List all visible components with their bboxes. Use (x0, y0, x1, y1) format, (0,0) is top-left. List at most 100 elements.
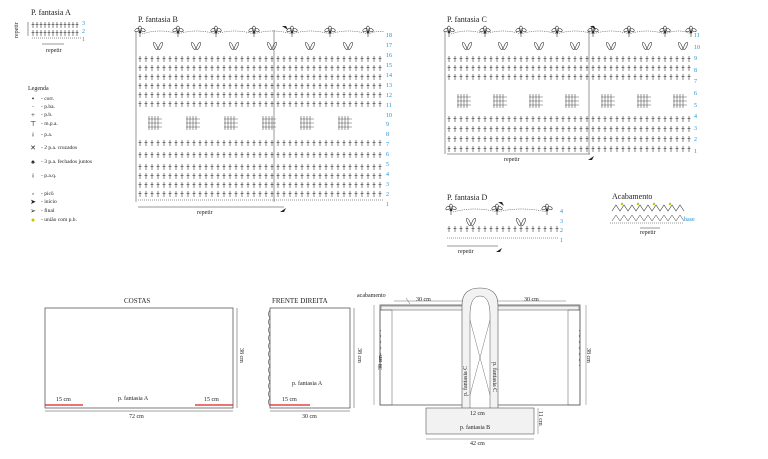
legend-item: ·- p.ba. (28, 103, 55, 111)
assembly-strap-left: p. fantasia C (463, 365, 469, 396)
pattern-a-title: P. fantasia A (31, 8, 71, 17)
legend-item: +- p.b. (28, 111, 52, 119)
half-double-icon: ⊤ (29, 120, 37, 128)
double-crochet-icon: ǂ (32, 131, 34, 139)
pattern-c-row-number: 4 (694, 114, 697, 121)
acabamento-base-label: base (684, 217, 695, 223)
pattern-c-row-number: 11 (694, 33, 700, 39)
pattern-b-title: P. fantasia B (138, 15, 178, 24)
picot-icon: ◦ (31, 190, 35, 198)
legend-item: ➢- final (28, 207, 54, 215)
pattern-b-row-number: 18 (386, 33, 392, 39)
legend-item: •- corr. (28, 95, 54, 103)
pattern-c-row-number: 1 (694, 149, 697, 155)
legend-item: ǂ- p.a.q. (28, 172, 56, 180)
pattern-c-row-number: 8 (694, 67, 697, 74)
legend-item: ǂ- p.a. (28, 131, 52, 139)
pattern-d-row-number: 1 (560, 238, 563, 244)
costas-height: 38 cm (238, 348, 244, 363)
frente-direita-edge: 15 cm (282, 397, 297, 403)
pattern-b-row-number: 6 (386, 152, 389, 159)
pattern-c-row-number: 10 (694, 44, 700, 51)
end-arrow-icon: ➢ (30, 207, 36, 215)
relief-stitch-icon: ǂ (32, 172, 34, 180)
pattern-c-chart (442, 25, 698, 160)
pattern-b-row-number: 3 (386, 182, 389, 189)
assembly-acabamento-label: acabamento (357, 293, 386, 299)
pattern-a-row-1: 1 (82, 37, 85, 43)
pattern-c-row-number: 2 (694, 137, 697, 144)
costas-edge-right: 15 cm (204, 397, 219, 403)
legend-item: ♠- 3 p.a. fechados juntos (28, 158, 92, 166)
costas-pattern-label: p. fantasia A (118, 396, 149, 402)
pattern-c-title: P. fantasia C (447, 15, 487, 24)
legend-item: ◦- picô (28, 190, 54, 198)
pattern-b-row-number: 11 (386, 102, 392, 109)
pattern-b-row-number: 12 (386, 92, 392, 99)
pattern-b-chart (133, 25, 385, 212)
pattern-c-row-number: 7 (694, 79, 697, 86)
join-icon: ● (30, 216, 36, 224)
acabamento-repeat-label: repetir (640, 230, 656, 236)
pattern-b-row-number: 13 (386, 82, 392, 89)
pattern-b-repeat-label: repetir (197, 210, 213, 216)
assembly-strap-width: 12 cm (470, 411, 485, 417)
pattern-c-row-number: 5 (694, 102, 697, 109)
slip-stitch-icon: + (31, 111, 35, 119)
legend-item: ✕- 2 p.a. cruzados (28, 144, 77, 152)
pattern-c-repeat-label: repetir (504, 157, 520, 163)
frente-direita-pattern-label: p. fantasia A (292, 381, 323, 387)
crossed-double-icon: ✕ (30, 144, 36, 152)
frente-direita-panel (268, 307, 355, 412)
frente-direita-height: 38 cm (356, 348, 362, 363)
pattern-d-title: P. fantasia D (447, 193, 488, 202)
acabamento-chart (610, 202, 685, 229)
pattern-a-row-3: 3 (82, 21, 85, 27)
assembly-height-left: 38 cm (378, 355, 384, 370)
pattern-d-repeat-label: repetir (458, 249, 474, 255)
pattern-b-row-number: 2 (386, 192, 389, 199)
pattern-d-row-number: 3 (560, 218, 563, 225)
pattern-b-row-number: 15 (386, 62, 392, 69)
pattern-c-row-number: 9 (694, 56, 697, 63)
pattern-b-row-number: 4 (386, 172, 389, 179)
assembly-strap-right: p. fantasia C (491, 362, 497, 393)
pattern-b-row-number: 9 (386, 122, 389, 129)
pattern-b-row-number: 14 (386, 72, 392, 79)
pattern-d-row-number: 2 (560, 228, 563, 235)
pattern-b-row-number: 8 (386, 132, 389, 139)
costas-title: COSTAS (124, 297, 151, 305)
pattern-a-side-label: repetir (14, 22, 20, 38)
frente-direita-title: FRENTE DIREITA (272, 297, 328, 305)
start-arrow-icon: ➤ (30, 198, 36, 206)
assembly-top-left: 30 cm (416, 297, 431, 303)
low-point-icon: · (31, 103, 35, 111)
pattern-b-row-number: 16 (386, 52, 392, 59)
pattern-a-chart (27, 21, 81, 45)
costas-edge-left: 15 cm (56, 397, 71, 403)
assembly-top-right: 30 cm (524, 297, 539, 303)
assembly-diagram (373, 287, 587, 440)
cluster-icon: ♠ (31, 158, 35, 166)
costas-panel (44, 307, 238, 412)
acabamento-title: Acabamento (612, 192, 653, 201)
assembly-bottom-width: 42 cm (470, 441, 485, 447)
pattern-a-row-2: 2 (82, 29, 85, 35)
legend-item: ●- união com p.b. (28, 216, 77, 224)
assembly-height-right: 38 cm (585, 348, 591, 363)
legend-item: ⊤- m.p.a. (29, 120, 58, 128)
assembly-bottom-pattern: p. fantasia B (460, 425, 491, 431)
chain-icon: • (31, 95, 35, 103)
pattern-d-row-number: 4 (560, 209, 563, 215)
pattern-a-repeat-label: repetir (46, 48, 62, 54)
assembly-bottom-height: 11 cm (537, 411, 543, 426)
pattern-b-row-number: 17 (386, 42, 392, 49)
pattern-b-row-number: 7 (386, 142, 389, 149)
frente-direita-width: 30 cm (302, 414, 317, 420)
pattern-d-chart (444, 202, 559, 252)
pattern-c-row-number: 3 (694, 125, 697, 132)
pattern-b-row-number: 1 (386, 202, 389, 208)
pattern-b-row-number: 10 (386, 112, 392, 119)
legend-item: ➤- início (28, 198, 57, 206)
